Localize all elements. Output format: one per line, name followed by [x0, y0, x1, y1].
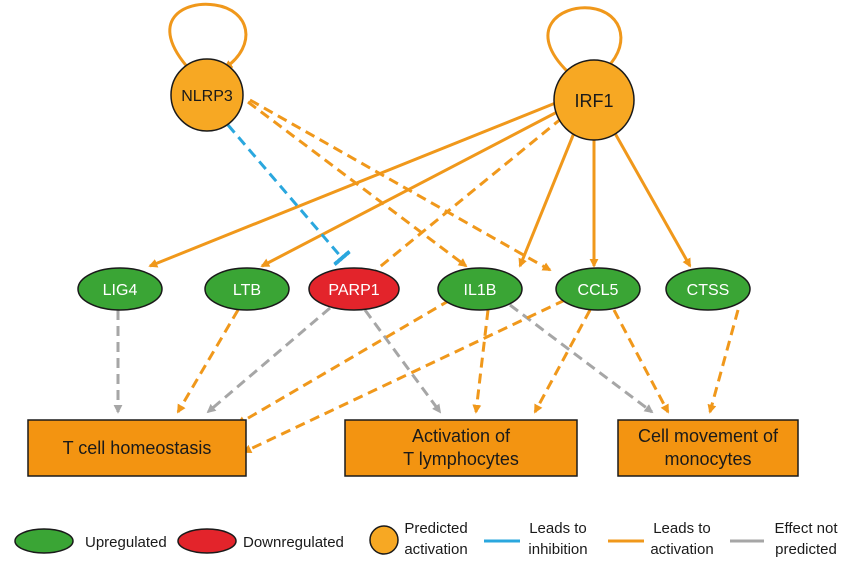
legend-leads-to-inhibition: Leads to inhibition [484, 520, 588, 558]
legend-downregulated: Downregulated [177, 528, 344, 554]
legend-downregulated-label: Downregulated [243, 534, 344, 551]
legend-upregulated-label: Upregulated [85, 534, 167, 551]
outcome-cell-movement-monocytes: Cell movement of monocytes [617, 419, 799, 477]
edge-parp1-activation [363, 309, 442, 414]
legend-inhibition-line1: Leads to [529, 520, 587, 537]
node-ccl5-label: CCL5 [578, 282, 619, 299]
irf1-self-loop [546, 6, 623, 74]
legend-inhibition-line2: inhibition [528, 541, 587, 558]
legend-predicted-line1: Predicted [404, 520, 467, 537]
edge-il1b-activation [472, 309, 490, 414]
edge-nlrp3-il1b [247, 100, 468, 268]
node-ctss: CTSS [665, 267, 751, 311]
edge-irf1-ctss [610, 127, 692, 268]
edge-irf1-ltb [260, 108, 562, 268]
legend-activation-line1: Leads to [653, 520, 711, 537]
node-parp1: PARP1 [308, 267, 400, 311]
edge-irf1-il1b [518, 127, 578, 268]
edge-irf1-lig4 [148, 100, 559, 268]
legend-effect-not-predicted: Effect not predicted [730, 520, 838, 558]
edge-ccl5-homeostasis [242, 298, 566, 454]
node-irf1-label: IRF1 [574, 91, 613, 111]
edge-il1b-homeostasis [236, 298, 451, 426]
legend-not-predicted-line2: predicted [775, 541, 837, 558]
outcome-monocytes-line2: monocytes [664, 449, 751, 469]
edge-nlrp3-parp1-inhibition [226, 124, 351, 267]
legend-predicted-activation: Predicted activation [369, 520, 468, 558]
edge-parp1-homeostasis [206, 306, 331, 414]
node-irf1: IRF1 [553, 59, 635, 141]
gene-outcome-edges [113, 298, 740, 454]
node-nlrp3: NLRP3 [170, 58, 244, 132]
legend-upregulated: Upregulated [14, 528, 167, 554]
edge-ctss-monocytes [707, 309, 740, 414]
edge-ccl5-activation [533, 309, 592, 414]
node-ltb-label: LTB [233, 282, 261, 299]
legend-activation-line2: activation [650, 541, 713, 558]
outcome-t-cell-homeostasis: T cell homeostasis [27, 419, 247, 477]
outcome-activation-line1: Activation of [412, 426, 511, 446]
edge-ltb-homeostasis [176, 309, 240, 414]
dashed-regulator-edges [247, 98, 563, 272]
node-ctss-label: CTSS [687, 282, 730, 299]
nlrp3-self-loop [168, 2, 248, 72]
edge-nlrp3-ccl5 [249, 98, 552, 272]
node-ltb: LTB [204, 267, 290, 311]
legend-not-predicted-line1: Effect not [774, 520, 838, 537]
node-ccl5: CCL5 [555, 267, 641, 311]
node-nlrp3-label: NLRP3 [181, 88, 233, 105]
outcome-t-cell-homeostasis-label: T cell homeostasis [63, 438, 212, 458]
outcome-activation-t-lymphocytes: Activation of T lymphocytes [344, 419, 578, 477]
edge-il1b-monocytes [509, 303, 654, 414]
irf1-edges [148, 100, 692, 268]
node-lig4-label: LIG4 [103, 282, 138, 299]
node-parp1-label: PARP1 [328, 282, 379, 299]
legend: Upregulated Downregulated Predicted acti… [14, 520, 838, 558]
edge-irf1-parp1 [375, 116, 563, 272]
legend-predicted-line2: activation [404, 541, 467, 558]
edge-ccl5-monocytes [612, 309, 670, 414]
node-il1b: IL1B [437, 267, 523, 311]
node-il1b-label: IL1B [464, 282, 497, 299]
outcome-activation-line2: T lymphocytes [403, 449, 519, 469]
node-lig4: LIG4 [77, 267, 163, 311]
legend-leads-to-activation: Leads to activation [608, 520, 714, 558]
outcome-monocytes-line1: Cell movement of [638, 426, 779, 446]
